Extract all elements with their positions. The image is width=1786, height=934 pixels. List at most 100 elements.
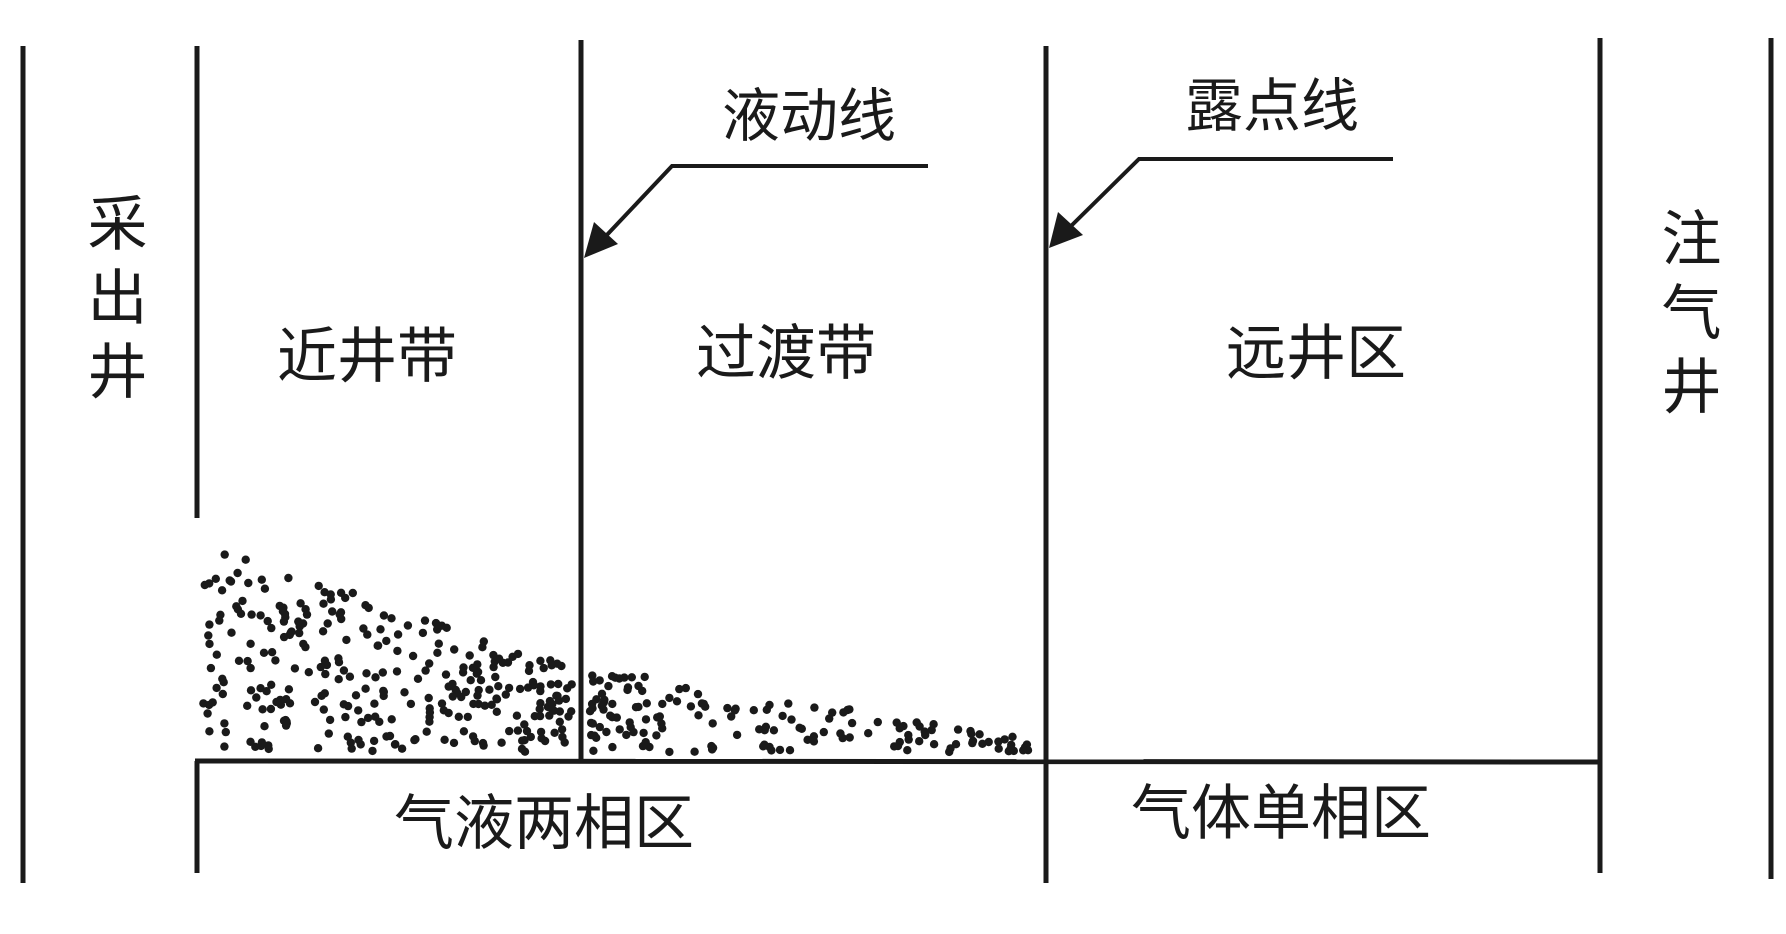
- liquid-droplet: [501, 690, 510, 699]
- liquid-droplet: [523, 683, 533, 692]
- liquid-droplet: [326, 590, 335, 599]
- liquid-droplet: [459, 727, 469, 736]
- liquid-droplet: [267, 623, 276, 633]
- liquid-droplet: [487, 700, 496, 709]
- liquid-droplet: [497, 738, 506, 747]
- liquid-droplet: [232, 602, 241, 611]
- liquid-droplet: [803, 735, 812, 744]
- liquid-droplet: [205, 639, 214, 649]
- liquid-droplet: [341, 593, 350, 603]
- dew-point-line-pointer: [1049, 157, 1393, 248]
- liquid-droplet: [243, 701, 252, 710]
- liquid-droplet: [204, 631, 213, 640]
- liquid-droplet: [204, 700, 214, 710]
- liquid-droplet: [418, 628, 428, 638]
- liquid-droplet: [615, 725, 624, 734]
- liquid-droplet: [284, 573, 293, 583]
- liquid-droplet: [281, 613, 290, 622]
- liquid-droplet: [324, 729, 333, 738]
- liquid-droplet: [847, 718, 857, 728]
- liquid-droplet: [627, 673, 636, 682]
- liquid-droplet: [433, 648, 442, 657]
- liquid-droplet: [690, 747, 699, 756]
- liquid-droplet: [361, 601, 370, 610]
- liquid-droplet: [319, 705, 328, 714]
- liquid-droplet: [472, 669, 481, 678]
- liquid-droplet: [256, 611, 265, 620]
- liquid-droplet: [362, 669, 371, 678]
- liquid-droplet: [310, 697, 320, 707]
- liquid-droplet: [984, 737, 993, 747]
- phase-region-baseline: [194, 758, 1603, 765]
- liquid-droplet: [290, 664, 300, 673]
- liquid-droplet: [749, 706, 758, 715]
- liquid-droplet: [370, 699, 379, 708]
- production-well-label: 采出井: [77, 192, 147, 414]
- liquid-droplet: [494, 682, 503, 691]
- liquid-droplet: [810, 703, 819, 712]
- liquid-droplet: [536, 656, 545, 665]
- liquid-droplet: [241, 555, 250, 564]
- liquid-droplet: [444, 708, 453, 718]
- liquid-droplet: [560, 738, 569, 747]
- liquid-droplet: [622, 730, 631, 740]
- liquid-droplet: [236, 609, 246, 618]
- liquid-droplet: [400, 688, 409, 697]
- liquid-droplet: [351, 691, 361, 700]
- liquid-droplet: [665, 693, 674, 703]
- liquid-droplet: [903, 746, 912, 755]
- liquid-droplet: [845, 733, 854, 742]
- liquid-droplet: [314, 581, 323, 591]
- liquid-droplet: [243, 656, 252, 666]
- liquid-droplet: [437, 699, 447, 708]
- liquid-droplet: [539, 663, 548, 673]
- liquid-droplet: [994, 744, 1003, 753]
- liquid-droplet: [672, 697, 682, 706]
- liquid-droplet: [585, 707, 595, 716]
- liquid-droplet: [448, 679, 457, 689]
- liquid-droplet: [652, 731, 661, 740]
- liquid-droplet: [498, 658, 508, 667]
- liquid-droplet: [440, 735, 449, 744]
- liquid-droplet: [200, 580, 209, 590]
- liquid-line-pointer: [584, 164, 928, 258]
- liquid-droplet: [393, 646, 402, 656]
- liquid-droplet: [334, 658, 344, 667]
- liquid-droplet: [561, 694, 571, 704]
- liquid-droplet: [473, 660, 482, 669]
- liquid-droplet: [392, 667, 402, 676]
- liquid-droplet: [505, 726, 514, 736]
- liquid-droplet: [260, 722, 269, 731]
- liquid-droplet: [620, 673, 629, 682]
- liquid-droplet: [915, 737, 924, 746]
- liquid-droplet: [441, 670, 451, 679]
- liquid-droplet: [252, 693, 261, 702]
- liquid-droplet: [760, 740, 769, 749]
- liquid-droplet: [554, 679, 563, 689]
- liquid-droplet: [554, 696, 564, 705]
- liquid-droplet: [485, 685, 494, 694]
- liquid-droplet: [260, 584, 270, 593]
- liquid-droplet: [369, 736, 379, 746]
- liquid-droplet: [336, 608, 346, 617]
- liquid-droplet: [473, 691, 482, 700]
- liquid-droplet: [476, 676, 486, 685]
- liquid-droplet: [442, 623, 451, 632]
- liquid-droplet: [257, 575, 266, 584]
- liquid-droplet: [226, 577, 236, 586]
- far-well-zone-label: 远井区: [1226, 319, 1406, 389]
- liquid-droplet: [368, 746, 377, 756]
- liquid-droplet: [535, 704, 544, 714]
- liquid-droplet: [524, 666, 534, 676]
- liquid-droplet: [626, 723, 635, 732]
- liquid-droplet: [238, 596, 247, 606]
- liquid-droplet: [978, 739, 987, 748]
- liquid-droplet: [946, 744, 955, 753]
- liquid-droplet: [359, 624, 368, 633]
- liquid-droplet: [387, 614, 396, 623]
- liquid-droplet: [546, 680, 556, 689]
- liquid-droplet: [425, 717, 434, 726]
- liquid-droplet: [517, 744, 527, 754]
- liquid-droplet: [604, 681, 613, 691]
